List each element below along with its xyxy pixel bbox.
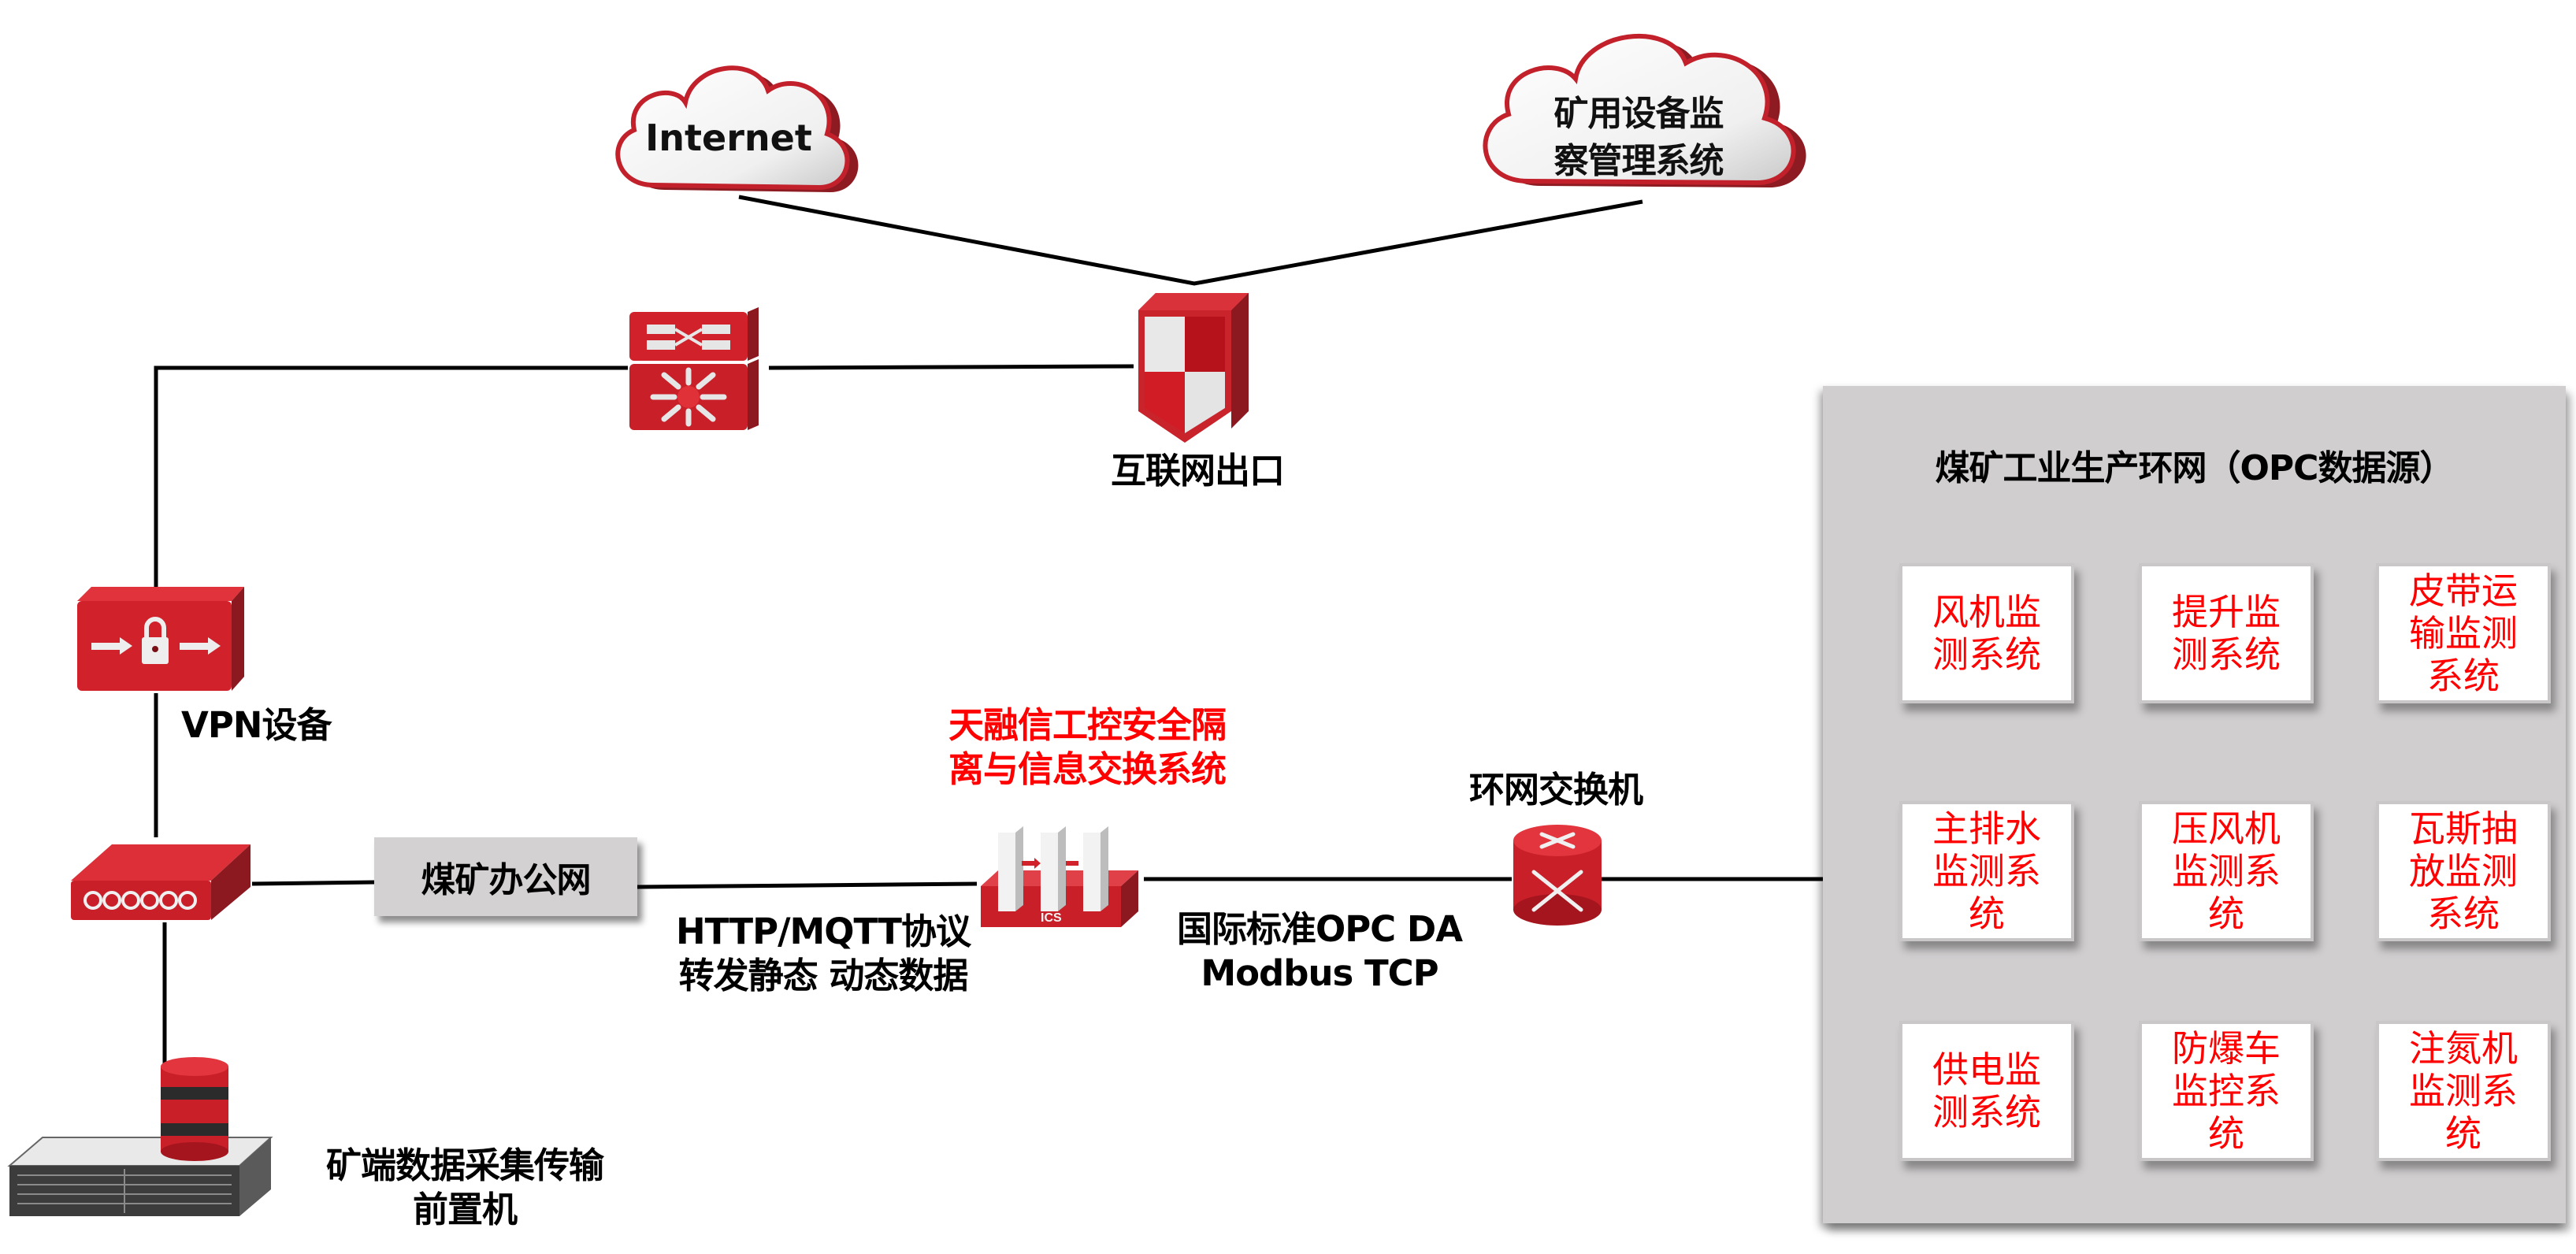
monitoring-system-box[interactable]: 主排水监测系统 bbox=[1899, 801, 2074, 941]
ics-isolation-gateway-icon[interactable]: ICS bbox=[981, 823, 1142, 929]
ring-switch-label: 环网交换机 bbox=[1468, 769, 1643, 811]
link-vpn-to-core-switch bbox=[154, 365, 628, 591]
link-router-to-office bbox=[251, 880, 375, 886]
monitoring-system-label: 注氮机监测系统 bbox=[2409, 1027, 2518, 1155]
opc-link-label: 国际标准OPC DA Modbus TCP bbox=[1150, 907, 1489, 996]
monitoring-system-box[interactable]: 防爆车监控系统 bbox=[2139, 1021, 2314, 1161]
monitoring-system-label: 供电监测系统 bbox=[1932, 1048, 2041, 1133]
ics-gateway-title-line2: 离与信息交换系统 bbox=[948, 748, 1227, 790]
monitoring-system-box[interactable]: 皮带运输监测系统 bbox=[2376, 563, 2551, 703]
internet-cloud-label: Internet bbox=[645, 117, 812, 159]
frontend-server-line2: 前置机 bbox=[412, 1189, 518, 1230]
monitoring-system-label: 皮带运输监测系统 bbox=[2409, 569, 2518, 697]
monitoring-system-label: 瓦斯抽放监测系统 bbox=[2409, 807, 2518, 935]
server-database-icon[interactable] bbox=[6, 1056, 274, 1221]
opc-line2: Modbus TCP bbox=[1201, 952, 1438, 994]
monitoring-system-label: 压风机监测系统 bbox=[2172, 807, 2281, 935]
layer3-switch-icon[interactable] bbox=[626, 307, 762, 433]
vpn-label: VPN设备 bbox=[181, 704, 332, 746]
monitoring-system-box[interactable]: 注氮机监测系统 bbox=[2376, 1021, 2551, 1161]
link-core-switch-to-firewall bbox=[768, 364, 1134, 370]
monitoring-system-box[interactable]: 瓦斯抽放监测系统 bbox=[2376, 801, 2551, 941]
link-office-to-ics bbox=[637, 881, 978, 889]
production-network-title: 煤矿工业生产环网（OPC数据源） bbox=[1935, 448, 2455, 488]
ics-badge: ICS bbox=[1041, 911, 1062, 925]
monitoring-system-label: 主排水监测系统 bbox=[1932, 807, 2041, 935]
monitoring-system-box[interactable]: 压风机监测系统 bbox=[2139, 801, 2314, 941]
supervision-cloud-label: 矿用设备监 察管理系统 bbox=[1520, 91, 1757, 185]
http-mqtt-link-label: HTTP/MQTT协议 转发静态 动态数据 bbox=[654, 910, 993, 998]
router-icon[interactable] bbox=[65, 841, 254, 924]
supervision-cloud-icon bbox=[1483, 33, 1806, 188]
link-clouds-to-firewall bbox=[738, 195, 1643, 286]
http-mqtt-line1: HTTP/MQTT协议 bbox=[676, 911, 971, 952]
supervision-cloud-line1: 矿用设备监 bbox=[1553, 94, 1724, 134]
frontend-server-line1: 矿端数据采集传输 bbox=[325, 1145, 604, 1186]
office-network-box[interactable]: 煤矿办公网 bbox=[374, 837, 637, 916]
firewall-shield-icon[interactable] bbox=[1130, 293, 1256, 444]
opc-line1: 国际标准OPC DA bbox=[1176, 908, 1463, 950]
monitoring-system-label: 提升监测系统 bbox=[2172, 591, 2281, 676]
monitoring-system-label: 风机监测系统 bbox=[1932, 591, 2041, 676]
office-network-label: 煤矿办公网 bbox=[421, 860, 592, 900]
monitoring-system-box[interactable]: 供电监测系统 bbox=[1899, 1021, 2074, 1161]
ics-gateway-title: 天融信工控安全隔 离与信息交换系统 bbox=[930, 703, 1245, 792]
internet-cloud-icon bbox=[615, 65, 859, 192]
monitoring-system-label: 防爆车监控系统 bbox=[2172, 1027, 2281, 1155]
http-mqtt-line2: 转发静态 动态数据 bbox=[678, 955, 969, 996]
ics-gateway-title-line1: 天融信工控安全隔 bbox=[948, 704, 1227, 746]
monitoring-system-box[interactable]: 提升监测系统 bbox=[2139, 563, 2314, 703]
ring-switch-icon[interactable] bbox=[1510, 823, 1605, 927]
vpn-lock-icon[interactable] bbox=[77, 587, 247, 693]
supervision-cloud-line2: 察管理系统 bbox=[1553, 141, 1724, 181]
internet-exit-label: 互联网出口 bbox=[1110, 450, 1285, 492]
monitoring-system-box[interactable]: 风机监测系统 bbox=[1899, 563, 2074, 703]
frontend-server-label: 矿端数据采集传输 前置机 bbox=[299, 1144, 630, 1232]
